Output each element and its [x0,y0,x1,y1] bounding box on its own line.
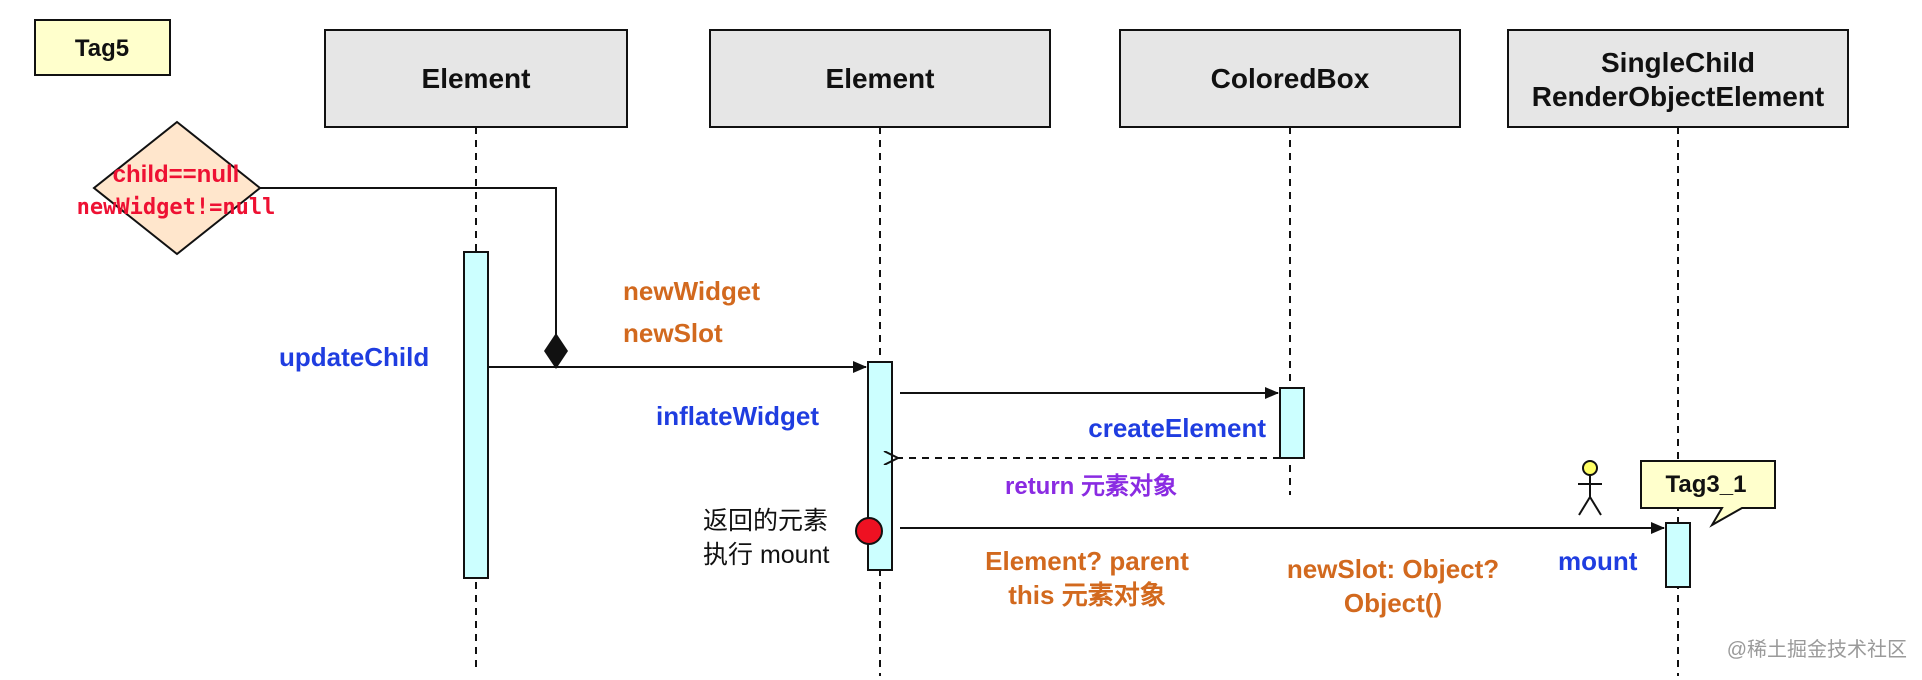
condition-line1: child==null [113,161,240,188]
label-mount: mount [1558,546,1638,576]
tag3-1-label: Tag3_1 [1666,471,1747,498]
watermark: @稀土掘金技术社区 [1727,638,1907,661]
mount-call-dot [855,517,883,545]
participant-element-1-label: Element [422,63,531,94]
label-param-newslot: newSlot: Object? [1287,554,1499,584]
participant-singlechild-label-line1: SingleChild [1601,47,1755,78]
condition-line2: newWidget!=null [77,195,276,220]
participant-coloredbox-label: ColoredBox [1211,63,1370,94]
condition-diamond [92,120,262,256]
label-newslot: newSlot [623,318,723,348]
label-param-this: this 元素对象 [1008,580,1165,610]
tag5-note: Tag5 [34,19,171,76]
activation-createelement [1279,387,1305,459]
label-inflatewidget: inflateWidget [656,401,819,431]
participant-coloredbox: ColoredBox [1119,29,1461,128]
condition-guard: child==null newWidget!=null [77,120,568,369]
label-param-object: Object() [1344,588,1442,618]
guard-connector [258,187,557,368]
participant-singlechild-label-line2: RenderObjectElement [1532,81,1825,112]
note-returned-element: 返回的元素 [703,507,828,535]
tag5-label: Tag5 [75,35,129,62]
label-return: return 元素对象 [1005,472,1177,500]
activation-updatechild [463,251,489,579]
participant-element-1: Element [324,29,628,128]
tag3-1-callout: Tag3_1 [1640,460,1776,528]
label-createelement: createElement [1088,413,1266,443]
participant-singlechild-renderobjectelement: SingleChild RenderObjectElement [1507,29,1849,128]
note-execute-mount: 执行 mount [703,541,829,569]
participant-element-2-label: Element [826,63,935,94]
label-updatechild: updateChild [279,342,429,372]
guard-diamond-marker [544,333,568,369]
label-newwidget: newWidget [623,276,760,306]
label-param-parent: Element? parent [985,546,1189,576]
actor-icon [1578,460,1602,516]
activation-mount [1665,522,1691,588]
participant-element-2: Element [709,29,1051,128]
